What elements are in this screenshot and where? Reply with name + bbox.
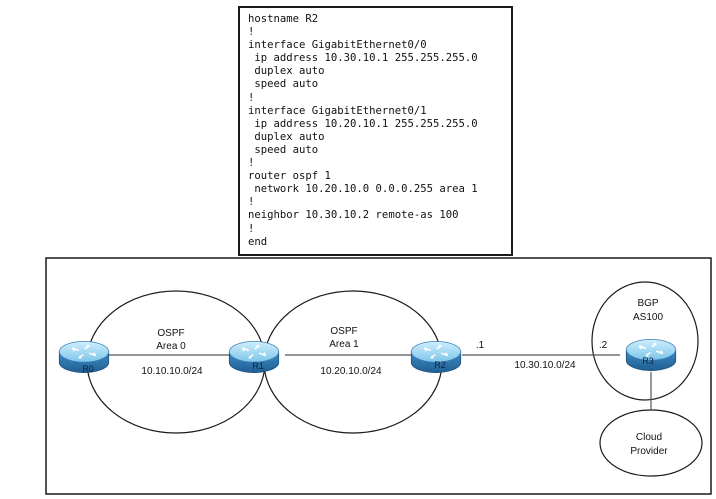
bgp-subtitle: AS100	[633, 312, 663, 323]
config-line: interface GigabitEthernet0/1	[248, 104, 427, 117]
config-line: duplex auto	[248, 65, 325, 78]
r2-interface-label: .1	[476, 340, 485, 351]
router-r1: R1	[228, 340, 280, 374]
subnet-r2-r3: 10.30.10.0/24	[514, 360, 576, 371]
subnet-r0-r1: 10.10.10.0/24	[141, 366, 203, 377]
config-line: end	[248, 235, 268, 248]
config-line: ip address 10.30.10.1 255.255.255.0	[248, 52, 478, 65]
config-line: !	[248, 157, 255, 170]
router-r0-label: R0	[82, 364, 94, 374]
config-line: neighbor 10.30.10.2 remote-as 100	[248, 209, 459, 222]
config-line: network 10.20.10.0 0.0.0.255 area 1	[248, 183, 478, 196]
router-r3: R3	[625, 338, 677, 372]
r3-interface-label: .2	[599, 340, 608, 351]
config-line: !	[248, 91, 255, 104]
router-r2-label: R2	[434, 360, 446, 370]
config-line: router ospf 1	[248, 170, 331, 183]
config-line: !	[248, 196, 255, 209]
config-line: ip address 10.20.10.1 255.255.255.0	[248, 117, 478, 130]
ospf-area-1-title: OSPF	[330, 326, 357, 337]
router-r3-label: R3	[642, 356, 654, 366]
bgp-title: BGP	[637, 298, 658, 309]
config-line: duplex auto	[248, 130, 325, 143]
config-line: speed auto	[248, 78, 319, 91]
router-r2: R2	[410, 340, 462, 374]
config-line: interface GigabitEthernet0/0	[248, 39, 427, 52]
diagram-frame	[45, 257, 712, 495]
ospf-area-1-subtitle: Area 1	[329, 339, 359, 350]
config-line: speed auto	[248, 143, 319, 156]
cloud-provider-circle	[599, 409, 703, 477]
router-r0: R0	[58, 340, 110, 374]
router-r1-label: R1	[252, 361, 264, 371]
config-line: !	[248, 26, 255, 39]
bgp-as100-circle	[591, 281, 699, 401]
config-line: hostname R2	[248, 13, 319, 25]
cloud-provider-line1: Cloud	[636, 432, 662, 443]
ospf-area-0-subtitle: Area 0	[156, 341, 186, 352]
config-box: hostname R2 ! interface GigabitEthernet0…	[238, 6, 513, 256]
cloud-provider-line2: Provider	[630, 446, 668, 457]
config-line: !	[248, 222, 255, 235]
subnet-r1-r2: 10.20.10.0/24	[320, 366, 382, 377]
ospf-area-0-title: OSPF	[157, 328, 184, 339]
